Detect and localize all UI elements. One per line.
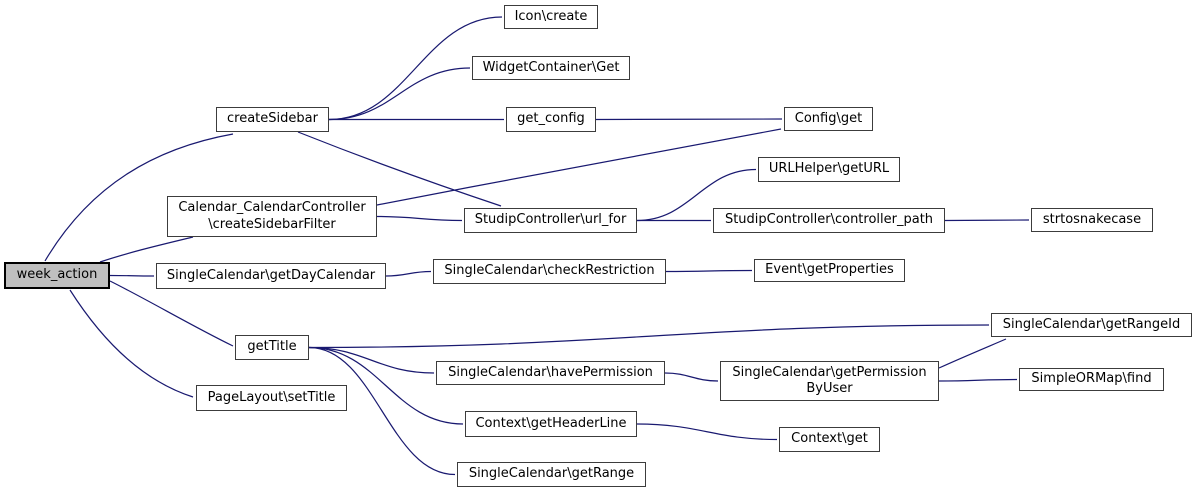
node-label: Context\get <box>791 431 868 447</box>
edge-week-action-to-get-day-calendar <box>109 274 155 277</box>
edge-check-restriction-to-event-get-properties <box>665 269 753 273</box>
edge-get-day-calendar-to-check-restriction <box>385 270 432 277</box>
node-label: getTitle <box>247 339 297 355</box>
edge-get-title-to-get-range-id <box>308 324 990 349</box>
graph-node-config-get[interactable]: Config\get <box>784 107 873 131</box>
node-label: strtosnakecase <box>1042 211 1142 227</box>
graph-node-create-sidebar-filter[interactable]: Calendar_CalendarController\createSideba… <box>167 196 377 237</box>
graph-node-set-title[interactable]: PageLayout\setTitle <box>196 385 347 411</box>
graph-node-get-title[interactable]: getTitle <box>235 335 309 360</box>
node-label: SingleCalendar\checkRestriction <box>444 263 655 279</box>
node-label: SimpleORMap\find <box>1031 371 1152 387</box>
node-label: Config\get <box>794 110 863 126</box>
edge-get-title-to-get-header-line <box>308 346 464 425</box>
graph-node-simple-or-map-find[interactable]: SimpleORMap\find <box>1019 368 1164 391</box>
graph-node-strtosnakecase[interactable]: strtosnakecase <box>1031 208 1153 232</box>
edge-get-permission-by-user-to-simple-or-map-find <box>938 378 1018 382</box>
node-label: get_config <box>517 111 585 127</box>
edge-create-sidebar-to-widget-container-get <box>328 67 471 121</box>
node-label: URLHelper\getURL <box>768 161 890 177</box>
node-label: SingleCalendar\havePermission <box>448 364 653 380</box>
edge-get-title-to-have-permission <box>308 346 435 374</box>
graph-node-controller-path[interactable]: StudipController\controller_path <box>713 208 945 233</box>
node-label: createSidebar <box>227 111 318 127</box>
graph-node-context-get[interactable]: Context\get <box>779 427 880 452</box>
edge-get-permission-by-user-to-get-range-id <box>938 338 1007 369</box>
edge-create-sidebar-to-icon-create <box>328 16 503 121</box>
graph-node-url-helper-get-url[interactable]: URLHelper\getURL <box>758 157 900 182</box>
node-label: SingleCalendar\getRangeId <box>1002 316 1181 332</box>
graph-node-have-permission[interactable]: SingleCalendar\havePermission <box>436 361 665 385</box>
node-label: \createSidebarFilter <box>208 216 336 232</box>
edge-get-title-to-get-range <box>308 346 456 476</box>
node-label: SingleCalendar\getPermission <box>732 364 927 380</box>
edge-get-config-to-config-get <box>595 118 783 121</box>
node-label: StudipController\controller_path <box>724 212 934 228</box>
graph-node-week-action: week_action <box>4 262 110 289</box>
graph-node-get-day-calendar[interactable]: SingleCalendar\getDayCalendar <box>156 263 386 289</box>
edge-create-sidebar-filter-to-config-get <box>376 128 782 206</box>
node-label: WidgetContainer\Get <box>482 59 620 75</box>
edge-have-permission-to-get-permission-by-user <box>664 372 719 382</box>
graph-node-get-range[interactable]: SingleCalendar\getRange <box>457 462 646 487</box>
graph-node-event-get-properties[interactable]: Event\getProperties <box>754 259 905 282</box>
node-label: StudipController\url_for <box>474 212 627 228</box>
edge-week-action-to-create-sidebar-filter <box>99 236 194 263</box>
edge-create-sidebar-filter-to-url-for <box>376 215 463 222</box>
edge-week-action-to-create-sidebar <box>44 133 234 262</box>
node-label: Calendar_CalendarController <box>178 200 366 215</box>
edge-create-sidebar-to-url-for <box>297 131 502 207</box>
graph-node-create-sidebar[interactable]: createSidebar <box>216 107 329 132</box>
node-label: PageLayout\setTitle <box>207 389 336 405</box>
graph-node-url-for[interactable]: StudipController\url_for <box>464 208 637 233</box>
graph-node-check-restriction[interactable]: SingleCalendar\checkRestriction <box>433 259 666 284</box>
node-label: Context\getHeaderLine <box>475 415 627 431</box>
edge-week-action-to-set-title <box>69 289 194 398</box>
node-label: SingleCalendar\getDayCalendar <box>166 267 376 283</box>
graph-node-get-header-line[interactable]: Context\getHeaderLine <box>465 411 637 437</box>
node-label: week_action <box>16 267 98 283</box>
edge-week-action-to-get-title <box>109 280 234 347</box>
edge-url-for-to-url-helper-get-url <box>636 168 757 222</box>
graph-node-get-config[interactable]: get_config <box>506 107 596 132</box>
node-label: Event\getProperties <box>765 262 894 278</box>
node-label: ByUser <box>806 381 853 396</box>
node-label: SingleCalendar\getRange <box>468 466 635 482</box>
graph-node-get-range-id[interactable]: SingleCalendar\getRangeId <box>991 313 1192 337</box>
graph-node-icon-create[interactable]: Icon\create <box>504 5 598 29</box>
edge-controller-path-to-strtosnakecase <box>944 219 1030 222</box>
edge-get-header-line-to-context-get <box>636 423 778 441</box>
node-label: Icon\create <box>514 8 588 24</box>
graph-node-widget-container-get[interactable]: WidgetContainer\Get <box>472 56 630 80</box>
